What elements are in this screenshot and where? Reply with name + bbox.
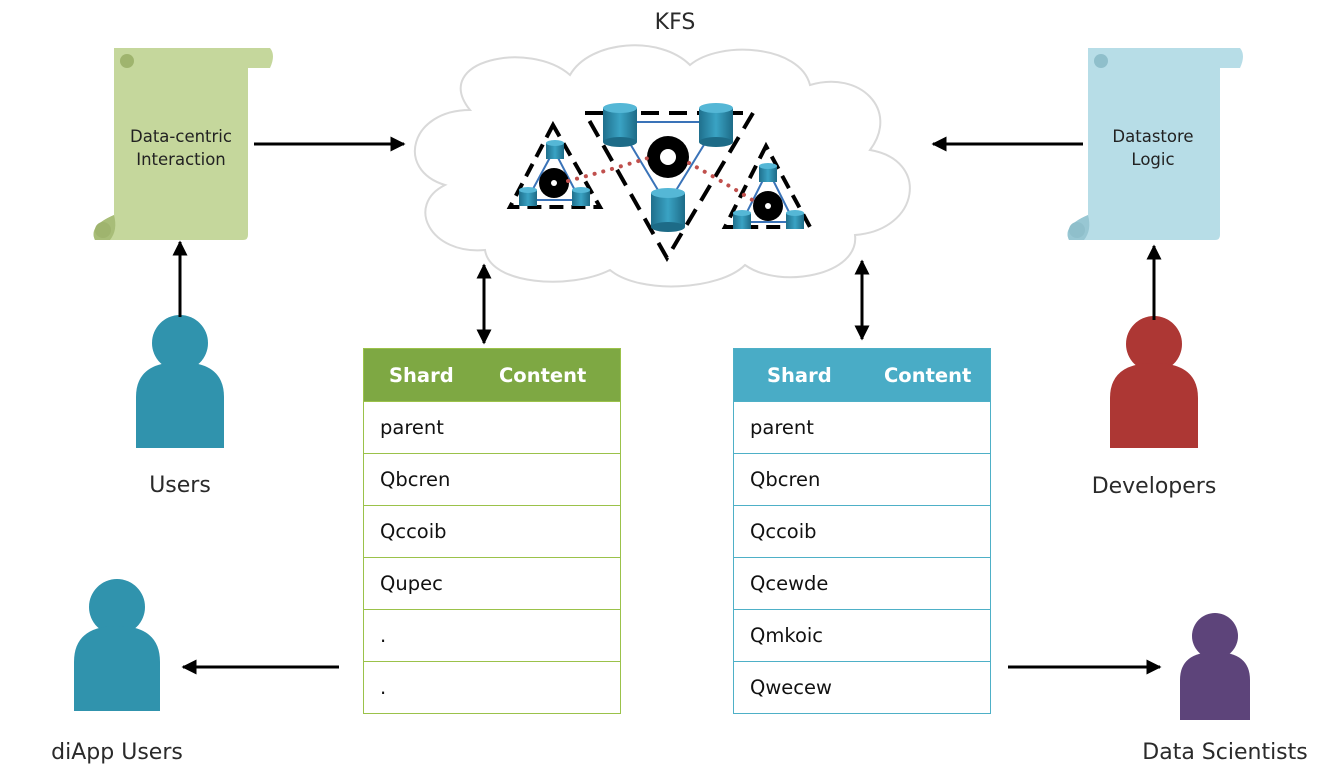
datastore-logic-scroll (1067, 48, 1243, 240)
data-scientists-label: Data Scientists (1142, 740, 1308, 765)
node-links (566, 156, 756, 203)
diapp-users-person-icon (74, 579, 160, 711)
table-row: Qupec (364, 557, 620, 609)
right-table-header: Shard Content (734, 349, 990, 401)
shard-cluster-center (581, 103, 757, 262)
node-ring-icon (539, 168, 569, 198)
datastore-cylinder-icon (733, 210, 751, 229)
table-row: . (364, 609, 620, 661)
table-row: Qccoib (734, 505, 990, 557)
data-scientists-person-icon (1180, 613, 1250, 720)
users-person-icon (136, 315, 224, 448)
datastore-cylinder-icon (651, 188, 685, 232)
datastore-cylinder-icon (603, 103, 637, 147)
developers-label: Developers (1091, 474, 1217, 499)
diagram-title: KFS (654, 10, 696, 35)
left-shard-table: Shard Content parent Qbcren Qccoib Qupec… (363, 348, 621, 714)
shard-cluster-left (506, 120, 604, 209)
datastore-cylinder-icon (519, 187, 537, 206)
datastore-cylinder-icon (546, 140, 564, 159)
datastore-cylinder-icon (786, 210, 804, 229)
users-label: Users (149, 473, 211, 498)
right-scroll-text-lines: Datastore Logic (1112, 127, 1194, 169)
table-row: . (364, 661, 620, 713)
diapp-users-label: diApp Users (51, 740, 183, 765)
table-row: Qcewde (734, 557, 990, 609)
table-row: Qmkoic (734, 609, 990, 661)
table-row: parent (734, 401, 990, 453)
right-table-header-content: Content (884, 363, 972, 387)
left-table-header-shard: Shard (389, 363, 454, 387)
table-row: Qbcren (364, 453, 620, 505)
datastore-cylinder-icon (759, 163, 777, 182)
shard-cluster-right (721, 141, 814, 229)
right-shard-table: Shard Content parent Qbcren Qccoib Qcewd… (733, 348, 991, 714)
table-row: Qwecew (734, 661, 990, 713)
table-row: parent (364, 401, 620, 453)
arrows (172, 136, 1162, 675)
table-row: Qbcren (734, 453, 990, 505)
left-table-header: Shard Content (364, 349, 620, 401)
node-ring-icon (647, 136, 689, 178)
table-row: Qccoib (364, 505, 620, 557)
developers-person-icon (1110, 316, 1198, 448)
right-table-header-shard: Shard (767, 363, 832, 387)
data-centric-scroll (93, 48, 273, 240)
left-table-header-content: Content (499, 363, 587, 387)
left-scroll-text-lines: Data-centric Interaction (130, 127, 232, 169)
left-scroll-text: Data-centric Interaction (116, 125, 246, 171)
node-ring-icon (753, 191, 783, 221)
datastore-cylinder-icon (699, 103, 733, 147)
datastore-cylinder-icon (572, 187, 590, 206)
right-scroll-text: Datastore Logic (1089, 125, 1217, 171)
